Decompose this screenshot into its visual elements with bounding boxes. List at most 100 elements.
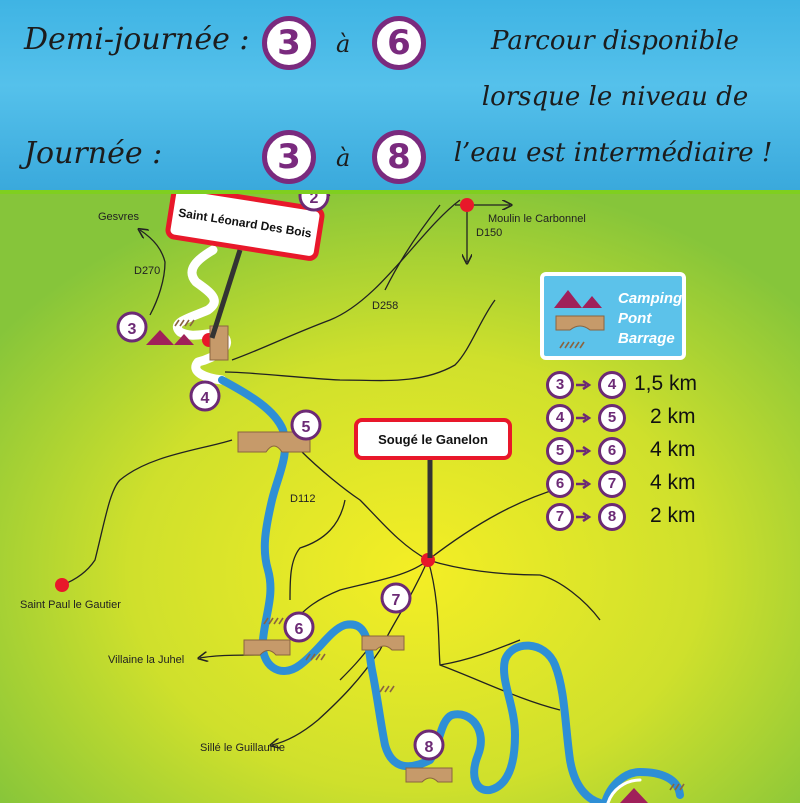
distance-to-badge: 6 — [598, 437, 626, 465]
road-small — [439, 639, 521, 666]
legend-bridge-icon — [555, 315, 605, 331]
water-level-note-line2: lorsque le niveau de — [481, 82, 749, 112]
svg-text:8: 8 — [425, 739, 434, 756]
svg-text:5: 5 — [302, 419, 311, 436]
road-label-d150: D150 — [476, 227, 502, 239]
road-label-d258: D258 — [372, 300, 398, 312]
distance-from-badge: 3 — [546, 371, 574, 399]
river — [173, 245, 684, 803]
distance-row: 3 4 1,5 km — [546, 371, 746, 401]
legend-barrage: Barrage — [618, 330, 675, 347]
town-marker-saint-paul — [55, 578, 69, 592]
distance-row: 4 5 2 km — [546, 404, 746, 434]
water-level-note-line1: Parcour disponible — [491, 26, 739, 56]
arrow-icon — [576, 446, 592, 456]
half-day-to-badge: 6 — [372, 16, 426, 70]
dam-2 — [174, 319, 195, 327]
road-label-d270: D270 — [134, 265, 160, 277]
legend-camping: Camping — [618, 290, 683, 307]
distance-value: 2 km — [650, 504, 696, 527]
place-sille: Sillé le Guillaume — [200, 742, 285, 754]
road-d112-south — [289, 499, 346, 601]
distance-row: 5 6 4 km — [546, 437, 746, 467]
place-villaine: Villaine la Juhel — [108, 654, 184, 666]
dam-3 — [263, 617, 284, 625]
place-gesvres: Gesvres — [98, 211, 139, 223]
svg-text:3: 3 — [128, 321, 137, 338]
place-moulin: Moulin le Carbonnel — [488, 213, 586, 225]
road-d112 — [299, 449, 429, 561]
bridge-8 — [405, 767, 453, 783]
distance-to-badge: 4 — [598, 371, 626, 399]
town-markers — [55, 198, 474, 592]
distance-to-badge: 5 — [598, 404, 626, 432]
road-east — [224, 299, 496, 382]
camping-tent-3a — [146, 330, 174, 345]
bridge-7 — [361, 635, 405, 651]
distance-value: 1,5 km — [634, 372, 698, 395]
water-level-note-line3: l’eau est intermédiaire ! — [453, 138, 773, 168]
sign-souge-text: Sougé le Ganelon — [378, 432, 488, 447]
stage-badge-8: 8 — [413, 729, 445, 761]
road-ne — [427, 487, 561, 561]
stage-badge-4: 4 — [189, 380, 221, 412]
distance-value: 4 km — [650, 438, 696, 461]
camping-tent-3b — [174, 334, 194, 345]
bridge-5 — [237, 431, 311, 453]
stage-badge-3: 3 — [116, 311, 148, 343]
arrow-icon — [576, 479, 592, 489]
distance-from-badge: 5 — [546, 437, 574, 465]
bridge-6 — [243, 639, 291, 656]
half-day-a-word: à — [336, 30, 351, 58]
half-day-from-badge: 3 — [262, 16, 316, 70]
sign-saint-leonard: Saint Léonard Des Bois — [165, 194, 325, 339]
legend-pont: Pont — [618, 310, 652, 327]
sign-souge: Sougé le Ganelon — [354, 418, 512, 558]
dam-6 — [669, 783, 685, 791]
distance-value: 2 km — [650, 405, 696, 428]
camping-tent-bottom — [620, 788, 648, 803]
full-day-to-badge: 8 — [372, 130, 426, 184]
place-saint-paul: Saint Paul le Gautier — [20, 599, 121, 611]
distance-row: 6 7 4 km — [546, 470, 746, 500]
legend-tent-small-icon — [582, 296, 602, 308]
road-to-6 — [299, 559, 429, 616]
legend-symbols — [554, 290, 605, 349]
distance-from-badge: 4 — [546, 404, 574, 432]
arrow-icon — [576, 413, 592, 423]
road-east-2 — [427, 559, 601, 621]
distance-row: 7 8 2 km — [546, 503, 746, 533]
distance-from-badge: 7 — [546, 503, 574, 531]
legend-dam-icon — [559, 341, 585, 349]
svg-text:4: 4 — [201, 390, 210, 407]
stage-badge-5: 5 — [290, 409, 322, 441]
campings — [146, 330, 648, 803]
arrow-icon — [576, 512, 592, 522]
arrow-icon — [576, 380, 592, 390]
full-day-a-word: à — [336, 144, 351, 172]
distance-to-badge: 8 — [598, 503, 626, 531]
dam-4 — [305, 653, 326, 661]
road-saint-paul — [61, 439, 233, 586]
town-marker-moulin — [460, 198, 474, 212]
svg-text:7: 7 — [392, 592, 401, 609]
stage-badge-6: 6 — [283, 611, 315, 643]
stage-badge-2: 2 — [298, 194, 330, 212]
road-d258 — [231, 199, 461, 361]
legend-tent-icon — [554, 290, 582, 308]
legend-box: Camping Pont Barrage — [540, 272, 686, 360]
road-label-d112: D112 — [290, 493, 315, 505]
svg-text:2: 2 — [310, 194, 319, 207]
stage-badge-7: 7 — [380, 582, 412, 614]
distance-value: 4 km — [650, 471, 696, 494]
bridges — [209, 325, 453, 783]
half-day-label: Demi-journée : — [24, 22, 250, 57]
dam-5 — [379, 685, 395, 693]
svg-text:6: 6 — [295, 621, 304, 638]
road-branch-north — [384, 204, 441, 291]
road-d270 — [140, 230, 166, 316]
full-day-from-badge: 3 — [262, 130, 316, 184]
distance-from-badge: 6 — [546, 470, 574, 498]
distance-to-badge: 7 — [598, 470, 626, 498]
